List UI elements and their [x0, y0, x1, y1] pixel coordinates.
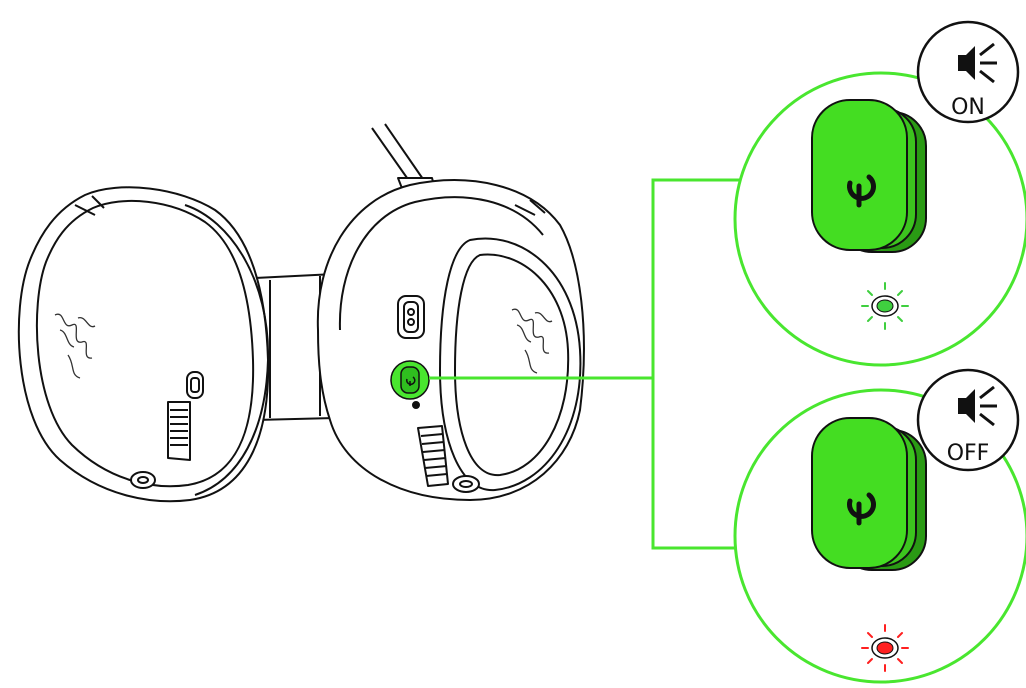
status-badge-on: ON: [916, 20, 1020, 124]
left-volume-wheel: [167, 401, 191, 461]
razer-logo-left: [54, 313, 96, 379]
left-ear-cup: [17, 186, 270, 503]
callout-off: OFF: [733, 368, 1026, 684]
mic-mute-button-highlight: [390, 360, 430, 400]
headset: [17, 123, 585, 503]
mic-mute-button-off: [811, 417, 927, 571]
right-port: [452, 475, 480, 493]
speaker-icon: [958, 42, 997, 84]
power-icon: [847, 492, 876, 526]
led-indicator-off: [861, 624, 909, 672]
right-ear-cup: [316, 179, 585, 501]
left-cup-button: [186, 371, 204, 399]
right-cup-switch: [397, 295, 425, 339]
left-port: [130, 471, 156, 489]
right-volume-wheel: [417, 425, 449, 487]
power-icon: [847, 174, 876, 208]
connector-bracket: [651, 178, 740, 550]
status-badge-off: OFF: [916, 368, 1020, 472]
mic-led-small: [412, 401, 420, 409]
status-label-off: OFF: [947, 441, 990, 466]
connector-lines: [429, 178, 740, 550]
status-label-on: ON: [951, 95, 985, 120]
mic-mute-button-on: [811, 99, 927, 253]
speaker-icon: [958, 385, 997, 427]
razer-logo-right: [511, 308, 553, 374]
callout-on: ON: [733, 20, 1026, 367]
led-indicator-on: [861, 282, 909, 330]
